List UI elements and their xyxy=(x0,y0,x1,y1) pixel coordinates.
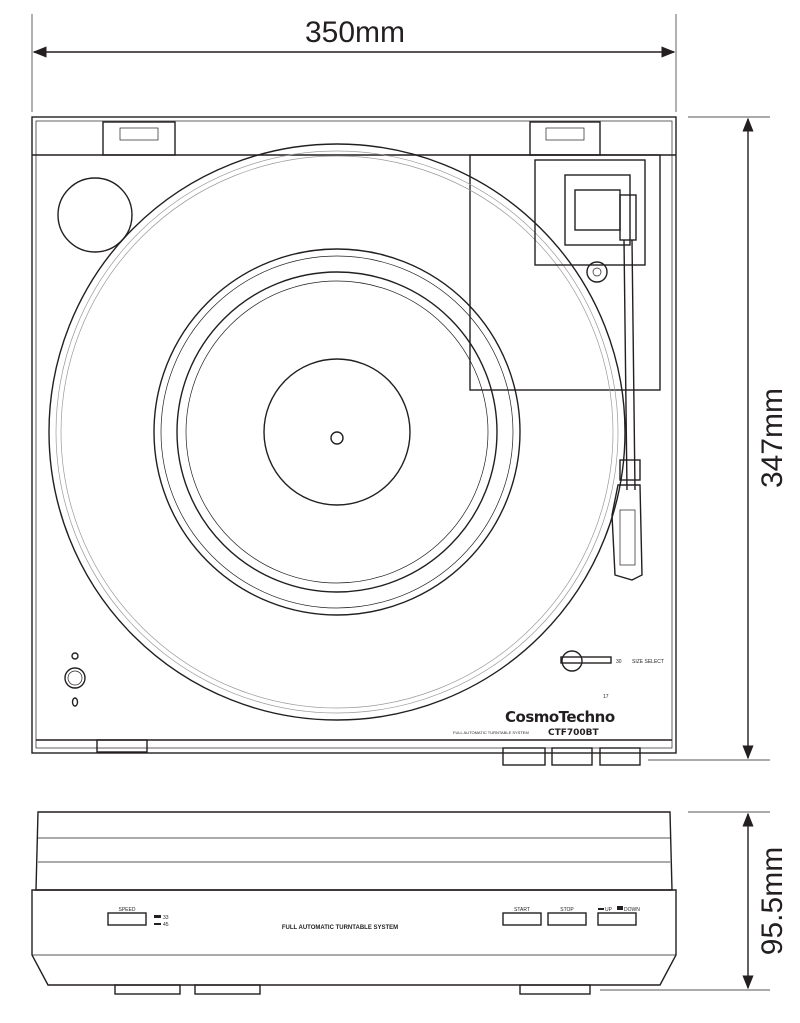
tonearm xyxy=(534,159,646,581)
start-button[interactable] xyxy=(502,912,542,926)
start-button-top[interactable] xyxy=(502,747,546,766)
depth-label: 347mm xyxy=(756,388,789,488)
45-adapter-holder xyxy=(57,177,133,253)
size-select-switch[interactable] xyxy=(560,650,612,672)
model-name: CTF700BT xyxy=(548,728,600,738)
hinge-right xyxy=(529,121,601,156)
updown-button[interactable] xyxy=(597,912,637,926)
size-select-label: SIZE SELECT xyxy=(632,659,664,665)
speed-33-label: 33 xyxy=(163,915,169,921)
stop-label: STOP xyxy=(560,907,574,913)
power-indicator xyxy=(71,652,79,660)
start-label: START xyxy=(514,907,530,913)
top-view: 30 SIZE SELECT 17 CosmoTechno CTF700BT F… xyxy=(31,116,677,766)
record-label xyxy=(263,358,411,506)
width-dimension: 350mm xyxy=(31,14,677,112)
brand-logo: CosmoTechno xyxy=(505,708,615,726)
stop-button-top[interactable] xyxy=(551,747,593,766)
spindle xyxy=(330,431,344,445)
speed-45-label: 45 xyxy=(163,922,169,928)
plinth xyxy=(31,889,677,986)
updown-button-top[interactable] xyxy=(599,747,641,766)
bluetooth-icon xyxy=(71,697,79,707)
speed-label: SPEED xyxy=(119,907,136,913)
height-label: 95.5mm xyxy=(756,847,789,955)
size-30-label: 30 xyxy=(616,659,622,665)
volume-knob[interactable] xyxy=(64,667,86,689)
tagline: FULL AUTOMATIC TURNTABLE SYSTEM xyxy=(453,730,529,735)
hinge-left xyxy=(102,121,176,156)
up-label: UP xyxy=(605,907,613,913)
stop-button[interactable] xyxy=(547,912,587,926)
depth-dimension: 347mm xyxy=(648,116,789,761)
width-label: 350mm xyxy=(305,16,405,49)
platter xyxy=(48,143,626,721)
front-tagline: FULL AUTOMATIC TURNTABLE SYSTEM xyxy=(282,925,398,931)
down-label: DOWN xyxy=(624,907,640,913)
front-view: SPEED 33 45 FULL AUTOMATIC TURNTABLE SYS… xyxy=(31,811,677,995)
size-17-label: 17 xyxy=(603,694,609,700)
dust-cover xyxy=(35,811,673,891)
height-dimension: 95.5mm xyxy=(600,811,789,991)
speed-button[interactable] xyxy=(107,912,147,926)
